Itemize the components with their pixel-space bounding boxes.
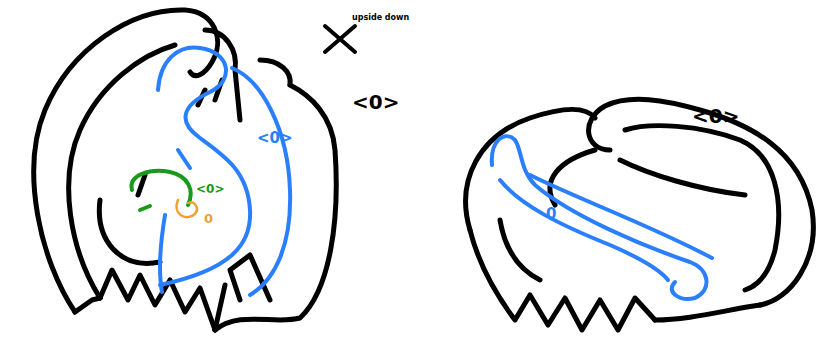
- framing-label: <0>: [257, 131, 293, 146]
- framing-label: <0>: [692, 106, 739, 126]
- framing-label: <0>: [352, 92, 399, 112]
- framing-label: <0>: [196, 183, 224, 195]
- note-text: upside down: [352, 14, 409, 22]
- framing-label: 0: [546, 207, 556, 222]
- framing-label: 0: [204, 212, 213, 225]
